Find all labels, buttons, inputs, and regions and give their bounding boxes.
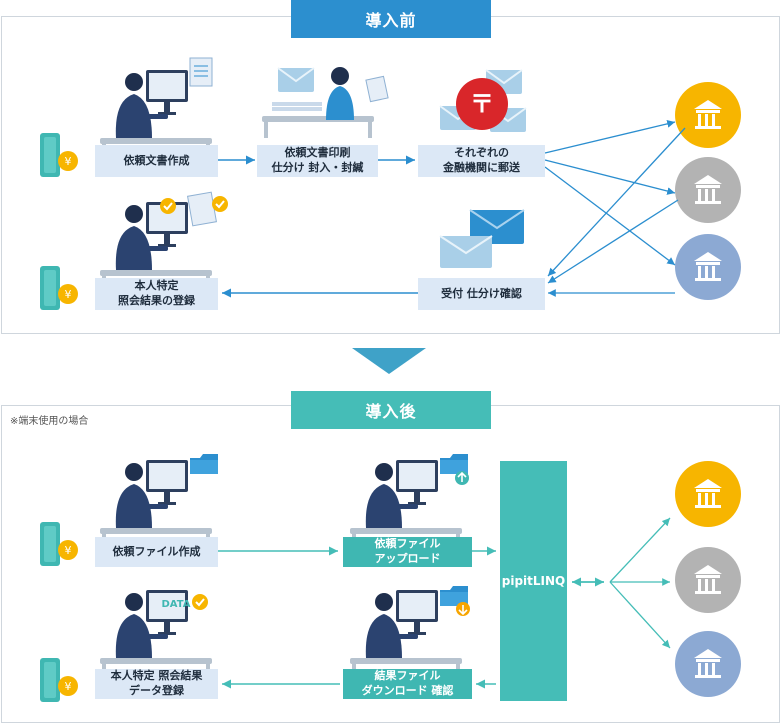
down-arrow-icon <box>352 348 426 374</box>
folder-icon <box>190 454 218 474</box>
step-mail: それぞれの 金融機関に郵送 <box>418 145 545 177</box>
pipitlinq-service: pipitLINQ <box>500 461 567 701</box>
before-header: 導入前 <box>291 0 491 38</box>
document-icon <box>365 75 389 103</box>
step-create-file: 依頼ファイル作成 <box>95 537 218 567</box>
desk-icon <box>262 116 374 138</box>
paper-stack-icon <box>272 102 322 111</box>
step-print-document: 依頼文書印刷 仕分け 封入・封緘 <box>257 145 378 177</box>
envelope-icon <box>277 67 315 93</box>
check-icon <box>191 593 209 611</box>
step-upload: 依頼ファイル アップロード <box>343 537 472 567</box>
woman-icon <box>326 67 354 120</box>
check-icon <box>159 197 177 215</box>
document-icon <box>186 191 218 227</box>
step-receive: 受付 仕分け確認 <box>418 278 545 310</box>
data-tag: DATA <box>161 599 190 610</box>
wallet-icon <box>40 522 78 566</box>
check-icon <box>211 195 229 213</box>
step-register-after: 本人特定 照会結果 データ登録 <box>95 669 218 699</box>
terminal-note: ※端末使用の場合 <box>10 416 89 427</box>
wallet-icon <box>40 658 78 702</box>
step-register-before: 本人特定 照会結果の登録 <box>95 278 218 310</box>
folder-icon <box>440 454 468 474</box>
wallet-icon <box>40 133 78 177</box>
step-create-document: 依頼文書作成 <box>95 145 218 177</box>
postal-icon <box>456 78 508 130</box>
document-icon <box>189 57 213 87</box>
after-header: 導入後 <box>291 391 491 429</box>
step-download: 結果ファイル ダウンロード 確認 <box>343 669 472 699</box>
postal-mark: 〒 <box>470 90 494 118</box>
wallet-icon <box>40 266 78 310</box>
